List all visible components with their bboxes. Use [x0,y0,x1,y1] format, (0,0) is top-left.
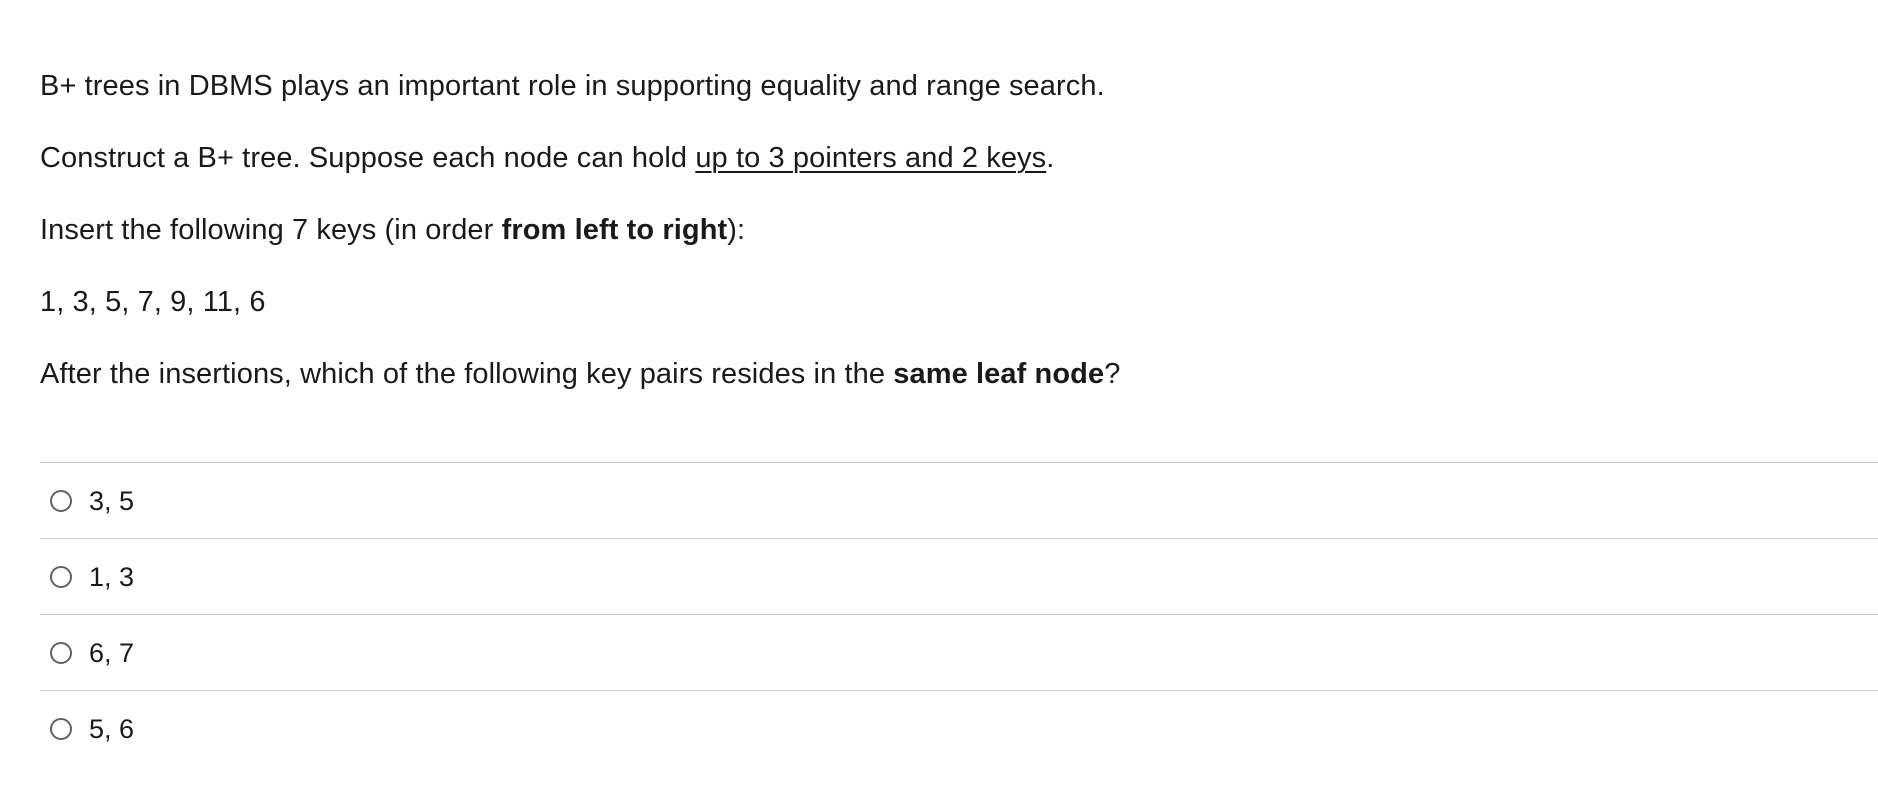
answer-label[interactable]: 6, 7 [89,637,135,668]
answer-label[interactable]: 1, 3 [89,561,135,592]
ask-text: After the insertions, which of the follo… [40,358,894,390]
question-ask: After the insertions, which of the follo… [40,354,1878,394]
insert-end: ): [727,214,746,246]
answer-option[interactable]: 3, 5 [40,463,1878,539]
question-insert: Insert the following 7 keys (in order fr… [40,210,1878,250]
radio-button[interactable] [50,641,72,664]
question-construct: Construct a B+ tree. Suppose each node c… [40,138,1878,178]
answer-label[interactable]: 5, 6 [89,713,135,744]
question-text: B+ trees in DBMS plays an important role… [40,0,1878,394]
answer-option[interactable]: 1, 3 [40,539,1878,615]
radio-button[interactable] [50,489,72,512]
answer-list: 3, 5 1, 3 6, 7 5, 6 [40,462,1878,766]
radio-button[interactable] [50,565,72,588]
radio-button[interactable] [50,717,72,740]
answer-label[interactable]: 3, 5 [89,485,135,516]
insert-text: Insert the following 7 keys (in order [40,214,502,246]
answer-option[interactable]: 6, 7 [40,615,1878,691]
construct-text: Construct a B+ tree. Suppose each node c… [40,142,696,174]
answer-option[interactable]: 5, 6 [40,691,1878,766]
quiz-question: B+ trees in DBMS plays an important role… [40,0,1878,766]
insert-bold: from left to right [501,214,728,246]
construct-underlined: up to 3 pointers and 2 keys [695,142,1047,174]
construct-end: . [1046,142,1055,174]
ask-end: ? [1104,358,1121,390]
ask-bold: same leaf node [893,358,1105,390]
question-intro: B+ trees in DBMS plays an important role… [40,70,1105,102]
question-keys: 1, 3, 5, 7, 9, 11, 6 [40,286,266,318]
